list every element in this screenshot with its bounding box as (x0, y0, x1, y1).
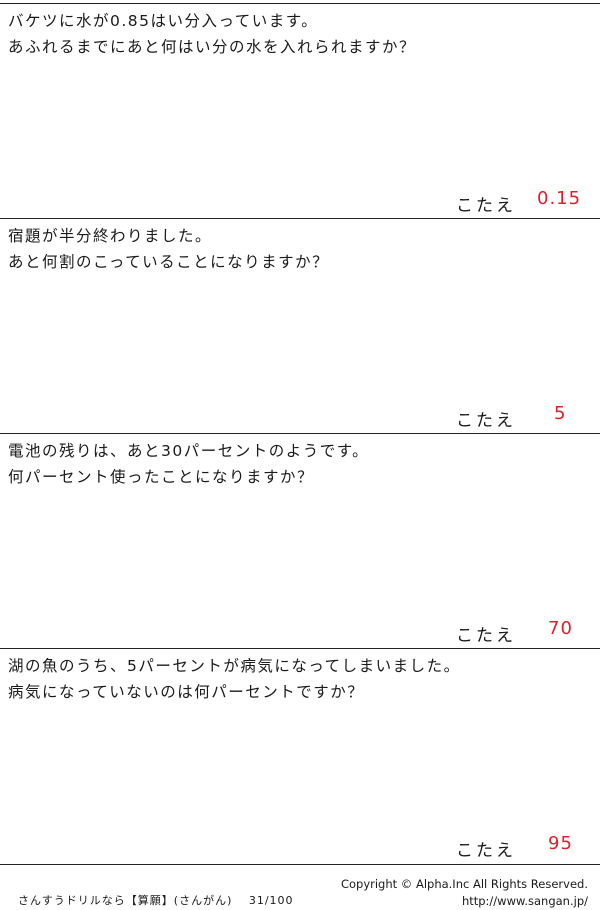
answer-value: 95 (548, 833, 573, 854)
footer-divider (0, 864, 600, 865)
answer-value: 70 (548, 618, 573, 639)
answer-label: こたえ (456, 411, 516, 431)
question-line: あと何割のこっていることになりますか？ (8, 253, 330, 271)
question-text: 電池の残りは、あと30パーセントのようです。 何パーセント使ったことになりますか… (8, 438, 369, 490)
footer-title: さんすうドリルなら【算願】(さんがん) 31/100 (18, 894, 294, 907)
question-line: 病気になっていないのは何パーセントですか？ (8, 683, 365, 701)
problem-2: 宿題が半分終わりました。 あと何割のこっていることになりますか？ こたえ 5 (0, 218, 600, 434)
question-line: 何パーセント使ったことになりますか？ (8, 468, 315, 486)
problem-4: 湖の魚のうち、5パーセントが病気になってしまいました。 病気になっていないのは何… (0, 648, 600, 864)
question-line: 宿題が半分終わりました。 (8, 227, 213, 245)
footer-credits: Copyright © Alpha.Inc All Rights Reserve… (341, 876, 588, 910)
question-line: バケツに水が0.85はい分入っています。 (8, 12, 319, 30)
question-line: あふれるまでにあと何はい分の水を入れられますか？ (8, 38, 417, 56)
answer-value: 5 (554, 403, 567, 424)
site-url[interactable]: http://www.sangan.jp/ (461, 894, 588, 908)
question-line: 電池の残りは、あと30パーセントのようです。 (8, 442, 370, 460)
answer-label: こたえ (456, 626, 516, 646)
question-text: 湖の魚のうち、5パーセントが病気になってしまいました。 病気になっていないのは何… (8, 653, 461, 705)
answer-value: 0.15 (537, 188, 582, 209)
answer-label: こたえ (456, 196, 516, 216)
question-line: 湖の魚のうち、5パーセントが病気になってしまいました。 (8, 657, 461, 675)
copyright-text: Copyright © Alpha.Inc All Rights Reserve… (340, 877, 588, 891)
question-text: 宿題が半分終わりました。 あと何割のこっていることになりますか？ (8, 223, 329, 275)
problem-1: バケツに水が0.85はい分入っています。 あふれるまでにあと何はい分の水を入れら… (0, 3, 600, 219)
problem-3: 電池の残りは、あと30パーセントのようです。 何パーセント使ったことになりますか… (0, 433, 600, 649)
answer-label: こたえ (456, 841, 516, 861)
question-text: バケツに水が0.85はい分入っています。 あふれるまでにあと何はい分の水を入れら… (8, 8, 416, 60)
